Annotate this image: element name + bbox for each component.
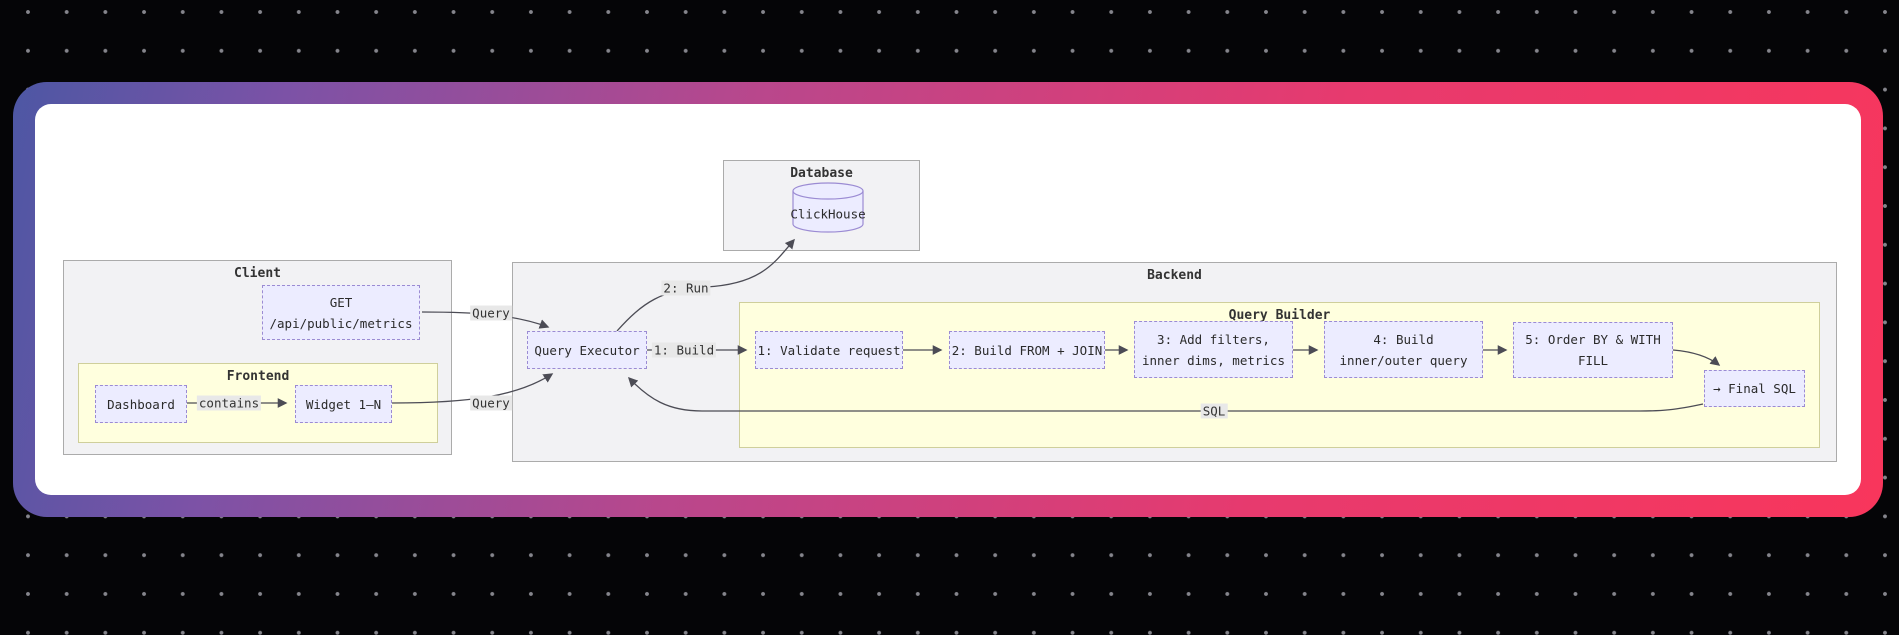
- node-order-by-with-fill-line2: FILL: [1577, 353, 1609, 368]
- cluster-query-builder-title: Query Builder: [1228, 308, 1331, 323]
- edge-label-sql: SQL: [1200, 403, 1228, 419]
- node-query-executor: Query Executor: [527, 331, 647, 369]
- node-order-by-with-fill: 5: Order BY & WITH FILL: [1513, 322, 1673, 378]
- node-build-inner-outer-line1: 4: Build: [1373, 331, 1434, 347]
- edge-label-build: 1: Build: [651, 342, 717, 358]
- cluster-client-title: Client: [234, 266, 281, 281]
- node-dashboard: Dashboard: [95, 385, 187, 423]
- node-final-sql: → Final SQL: [1704, 370, 1805, 407]
- node-clickhouse-label: ClickHouse: [790, 206, 866, 222]
- node-build-inner-outer-line2: inner/outer query: [1339, 352, 1468, 368]
- node-get-api-line1: GET: [329, 294, 353, 310]
- node-order-by-with-fill-line1: 5: Order BY & WITH: [1525, 332, 1661, 347]
- edge-final-sql-to-executor: [627, 376, 1704, 412]
- node-add-filters-line1: 3: Add filters,: [1157, 331, 1270, 347]
- node-widget: Widget 1–N: [295, 385, 392, 423]
- cluster-database: Database: [723, 160, 920, 251]
- node-get-api-line2: /api/public/metrics: [269, 315, 413, 331]
- edge-label-contains: contains: [196, 395, 262, 411]
- cluster-backend-title: Backend: [1147, 268, 1202, 283]
- node-validate-request: 1: Validate request: [755, 331, 903, 369]
- edge-qb5-to-final: [1672, 349, 1721, 366]
- node-get-api: GET /api/public/metrics: [262, 285, 420, 340]
- node-add-filters-line2: inner dims, metrics: [1142, 352, 1285, 368]
- edge-label-query-top: Query: [470, 305, 512, 321]
- node-build-from-join: 2: Build FROM + JOIN: [949, 331, 1105, 369]
- clickhouse-cylinder-icon: [792, 182, 864, 233]
- cluster-frontend-title: Frontend: [226, 369, 290, 384]
- edge-label-run: 2: Run: [661, 280, 711, 296]
- node-add-filters: 3: Add filters, inner dims, metrics: [1134, 321, 1293, 378]
- cluster-database-title: Database: [790, 166, 853, 181]
- node-build-inner-outer: 4: Build inner/outer query: [1324, 321, 1483, 378]
- edge-label-query-bottom: Query: [470, 395, 512, 411]
